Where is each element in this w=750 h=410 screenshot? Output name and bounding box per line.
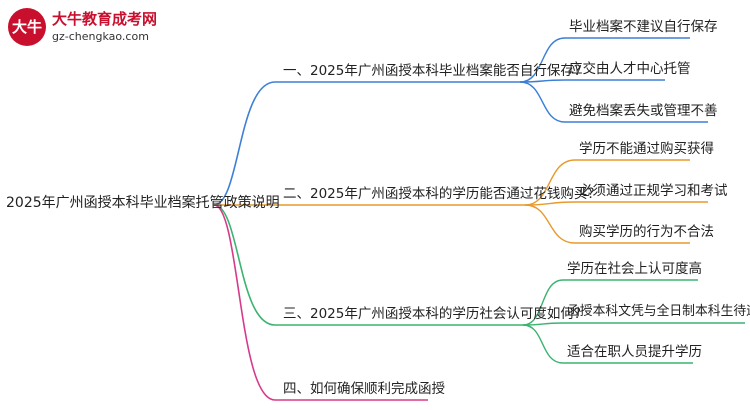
connector-root-branch-4 [213, 204, 276, 401]
leaf-3-1[interactable]: 学历在社会上认可度高 [567, 261, 702, 277]
connector-3-3 [522, 324, 564, 364]
connector-1-2 [519, 79, 566, 83]
connector-root-branch-1 [213, 81, 276, 206]
branch-4-label[interactable]: 四、如何确保顺利完成函授 [283, 381, 445, 397]
branch-1-label[interactable]: 一、2025年广州函授本科毕业档案能否自行保存？ [283, 63, 588, 79]
leaf-1-2[interactable]: 应交由人才中心托管 [569, 61, 691, 77]
leaf-3-2[interactable]: 函授本科文凭与全日制本科生待遇相似 [567, 304, 750, 319]
leaf-1-3[interactable]: 避免档案丢失或管理不善 [569, 103, 718, 119]
connector-2-1 [524, 159, 576, 206]
site-logo[interactable]: 大牛 大牛教育成考网 gz-chengkao.com [4, 6, 174, 50]
site-title: 大牛教育成考网 [52, 10, 158, 28]
connector-2-2 [524, 201, 576, 206]
branch-2-label[interactable]: 二、2025年广州函授本科的学历能否通过花钱购买？ [283, 186, 601, 202]
branch-3-label[interactable]: 三、2025年广州函授本科的学历社会认可度如何？ [283, 306, 588, 322]
connector-1-1 [519, 37, 566, 83]
connector-3-1 [522, 279, 564, 326]
connector-3-2 [522, 322, 564, 326]
leaf-2-3[interactable]: 购买学历的行为不合法 [579, 224, 714, 240]
mindmap-root[interactable]: 2025年广州函授本科毕业档案托管政策说明 [6, 195, 280, 211]
logo-mark-icon: 大牛 [8, 8, 46, 46]
leaf-2-2[interactable]: 必须通过正规学习和考试 [579, 183, 728, 199]
leaf-3-3[interactable]: 适合在职人员提升学历 [567, 344, 702, 360]
leaf-2-1[interactable]: 学历不能通过购买获得 [579, 141, 714, 157]
connector-root-branch-3 [213, 204, 276, 326]
connector-2-3 [524, 204, 576, 244]
connector-1-3 [519, 81, 566, 123]
site-url: gz-chengkao.com [52, 30, 149, 43]
leaf-1-1[interactable]: 毕业档案不建议自行保存 [569, 19, 718, 35]
